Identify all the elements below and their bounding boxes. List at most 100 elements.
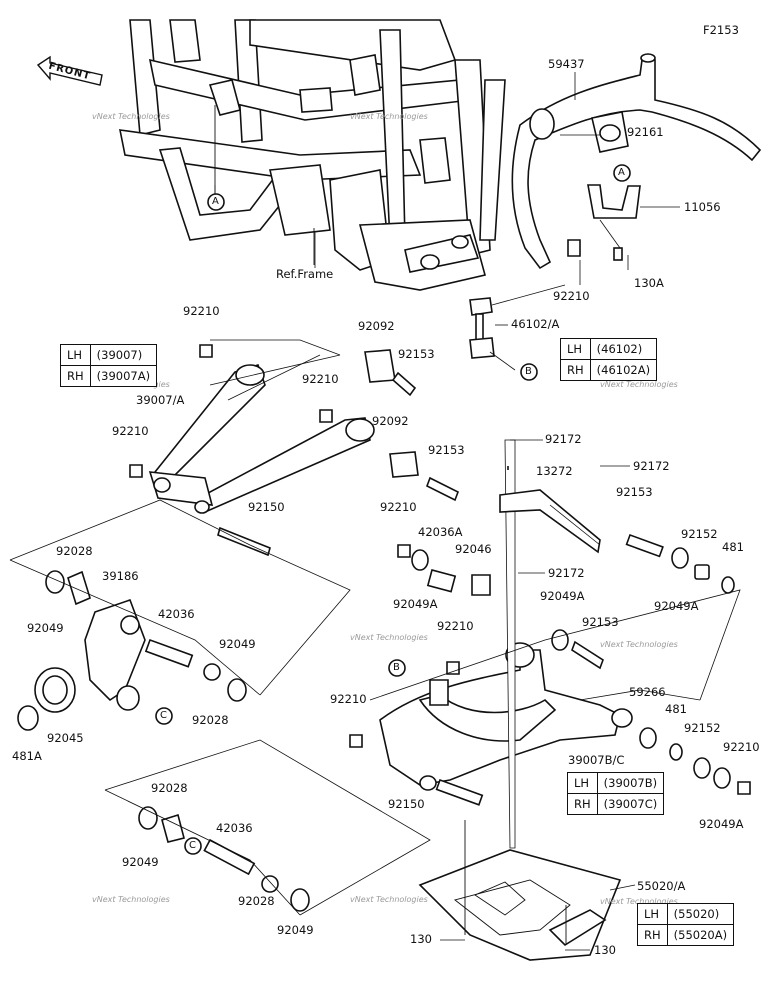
part-label: 92049A — [393, 597, 438, 611]
lh-label: LH — [60, 344, 91, 366]
upper-a-arm — [129, 344, 460, 557]
rh-value: (39007C) — [596, 793, 665, 815]
lh-value: (39007) — [89, 344, 158, 366]
part-label: 92092 — [358, 319, 395, 333]
part-label: 92172 — [633, 459, 670, 473]
rh-label: RH — [637, 924, 668, 946]
part-label: 92210 — [330, 692, 367, 706]
rh-value: (39007A) — [89, 365, 158, 387]
part-label: 92028 — [238, 894, 275, 908]
part-label: 92172 — [548, 566, 585, 580]
part-label: 481 — [722, 540, 744, 554]
part-label: 92153 — [582, 615, 619, 629]
part-label: 92028 — [151, 781, 188, 795]
callout-b-arm: B — [393, 662, 400, 673]
part-label: 481 — [665, 702, 687, 716]
knuckle-assembly — [17, 570, 247, 731]
part-label: 39007B/C — [568, 753, 625, 767]
part-label: 92210 — [723, 740, 760, 754]
lower-bushings — [138, 806, 310, 912]
link-rod — [469, 284, 566, 359]
callout-a-bracket: A — [618, 167, 625, 178]
skid-plate — [418, 820, 622, 961]
lh-value: (55020) — [666, 903, 735, 925]
watermark: vNext Technologies — [350, 633, 428, 642]
part-label: 92153 — [616, 485, 653, 499]
watermark: vNext Technologies — [92, 895, 170, 904]
part-label: 42036A — [418, 525, 463, 539]
part-label: 92049 — [277, 923, 314, 937]
lh-value: (46102) — [589, 338, 658, 360]
lh-label: LH — [567, 772, 598, 794]
part-label: 92161 — [627, 125, 664, 139]
lower-a-arm — [349, 439, 751, 849]
part-label: 92049A — [699, 817, 744, 831]
watermark: vNext Technologies — [92, 112, 170, 121]
lh-label: LH — [637, 903, 668, 925]
part-label: 39007/A — [136, 393, 185, 407]
part-label: 92049 — [27, 621, 64, 635]
part-label: 59266 — [629, 685, 666, 699]
watermark: vNext Technologies — [600, 640, 678, 649]
part-label: 92152 — [681, 527, 718, 541]
lh-value: (39007B) — [596, 772, 665, 794]
watermark: vNext Technologies — [600, 897, 678, 906]
leader-lines — [9, 72, 741, 951]
lh-rh-table-39007: LH(39007) RH(39007A) — [60, 344, 158, 387]
part-label: 92049 — [219, 637, 256, 651]
lh-rh-table-39007bc: LH(39007B) RH(39007C) — [567, 772, 665, 815]
part-label: 92049A — [654, 599, 699, 613]
part-label: 92210 — [437, 619, 474, 633]
part-label: 92210 — [183, 304, 220, 318]
diagram-code: F2153 — [703, 23, 739, 37]
watermark: vNext Technologies — [350, 112, 428, 121]
rh-label: RH — [567, 793, 598, 815]
part-label: 92172 — [545, 432, 582, 446]
part-label: 130A — [634, 276, 664, 290]
part-label: 130 — [594, 943, 616, 957]
part-label: 39186 — [102, 569, 139, 583]
lh-rh-table-46102: LH(46102) RH(46102A) — [560, 338, 658, 381]
part-label: 92210 — [380, 500, 417, 514]
part-label: 92028 — [56, 544, 93, 558]
part-label: 92210 — [112, 424, 149, 438]
part-label: 46102/A — [511, 317, 560, 331]
part-label: 55020/A — [637, 879, 686, 893]
part-label: 92150 — [248, 500, 285, 514]
frame-assembly — [118, 19, 506, 291]
front-direction-arrow — [36, 55, 103, 86]
part-label: 92153 — [398, 347, 435, 361]
part-label: 130 — [410, 932, 432, 946]
part-label: 92049 — [122, 855, 159, 869]
watermark: vNext Technologies — [350, 895, 428, 904]
rh-label: RH — [560, 359, 591, 381]
part-label: 92152 — [684, 721, 721, 735]
callout-c-bushing: C — [189, 840, 196, 851]
part-label: 92210 — [302, 372, 339, 386]
part-label: 92150 — [388, 797, 425, 811]
part-label: 92049A — [540, 589, 585, 603]
rh-value: (55020A) — [666, 924, 735, 946]
callout-a-frame: A — [212, 196, 219, 207]
part-label: 11056 — [684, 200, 721, 214]
part-label: 92153 — [428, 443, 465, 457]
rh-label: RH — [60, 365, 91, 387]
ref-frame-label: Ref.Frame — [276, 267, 334, 281]
part-label: 92028 — [192, 713, 229, 727]
part-label: 92092 — [372, 414, 409, 428]
part-label: 13272 — [536, 464, 573, 478]
rh-value: (46102A) — [589, 359, 658, 381]
callout-circles — [155, 164, 631, 855]
part-label: 481A — [12, 749, 42, 763]
part-label: 92210 — [553, 289, 590, 303]
callout-b-link: B — [525, 366, 532, 377]
part-label: 92046 — [455, 542, 492, 556]
stabilizer-bar — [511, 53, 762, 270]
watermark: vNext Technologies — [600, 380, 678, 389]
part-label: 42036 — [158, 607, 195, 621]
part-label: 42036 — [216, 821, 253, 835]
lh-label: LH — [560, 338, 591, 360]
part-label: 92045 — [47, 731, 84, 745]
part-label: 59437 — [548, 57, 585, 71]
